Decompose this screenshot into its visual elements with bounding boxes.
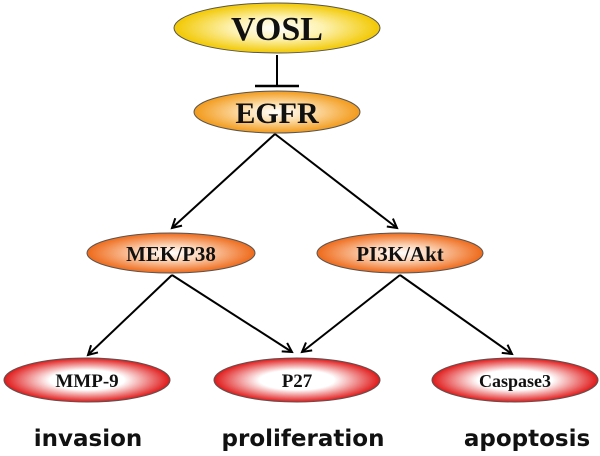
outcome-invasion: invasion (34, 426, 143, 452)
node-caspase3: Caspase3 (431, 357, 599, 403)
node-vosl-shape (173, 2, 381, 54)
node-caspase3-label: Caspase3 (479, 371, 551, 391)
node-caspase3-shape (431, 357, 599, 403)
node-mek-p38: MEK/P38 (86, 232, 256, 274)
node-mmp9-shape (3, 357, 171, 403)
node-mek-p38-shape (86, 232, 256, 274)
edges (88, 55, 512, 355)
node-p27-label: P27 (282, 371, 313, 392)
node-mmp9-label: MMP-9 (55, 371, 118, 392)
node-pi3k-akt-shape (316, 232, 484, 274)
node-egfr-shape (193, 90, 361, 134)
edge-mek-mmp9 (88, 274, 173, 355)
node-pi3k-akt-label: PI3K/Akt (356, 242, 444, 266)
node-p27-shape (213, 357, 381, 403)
edge-egfr-pi3k (274, 133, 397, 228)
node-mek-p38-label: MEK/P38 (126, 242, 216, 266)
edge-mek-p27 (171, 274, 292, 352)
node-pi3k-akt: PI3K/Akt (316, 232, 484, 274)
node-egfr: EGFR (193, 90, 361, 134)
node-p27: P27 (213, 357, 381, 403)
node-vosl: VOSL (173, 2, 381, 54)
node-egfr-label: EGFR (235, 97, 319, 130)
node-mmp9: MMP-9 (3, 357, 171, 403)
outcome-apoptosis: apoptosis (464, 426, 590, 452)
outcome-proliferation: proliferation (222, 426, 385, 452)
edge-egfr-mek (172, 133, 276, 228)
node-vosl-label: VOSL (231, 11, 323, 48)
edge-pi3k-casp3 (399, 274, 512, 354)
edge-pi3k-p27 (302, 274, 401, 352)
